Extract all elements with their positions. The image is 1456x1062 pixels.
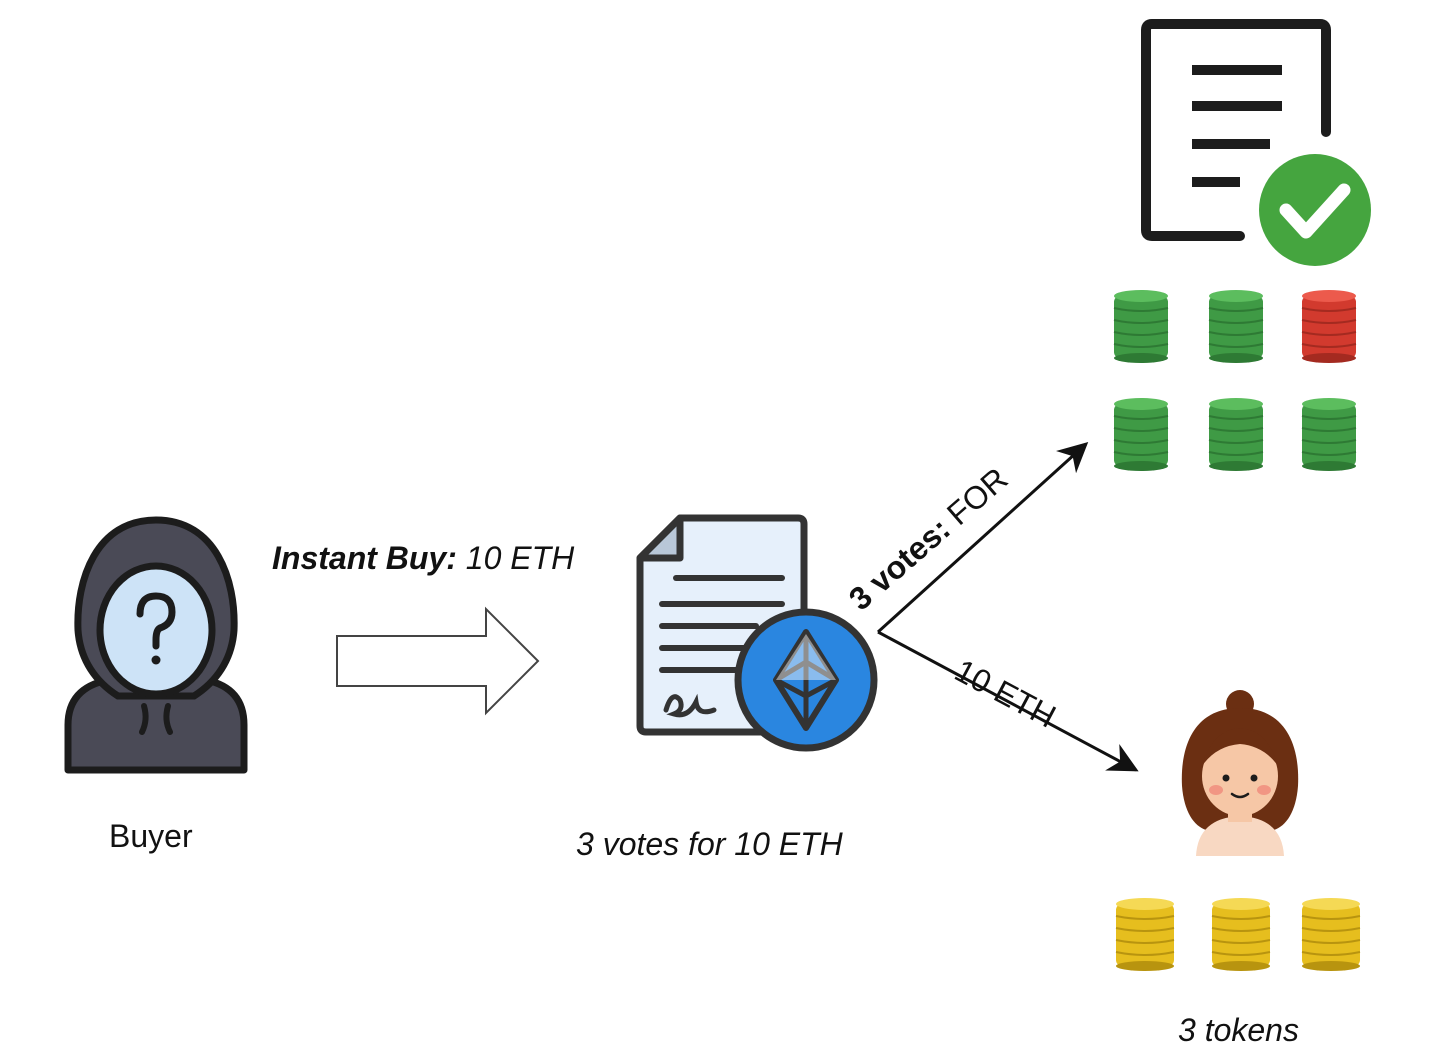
coin-stack-icon — [1301, 397, 1357, 472]
vote-arrow — [876, 441, 1089, 634]
coin-stack-icon — [1115, 897, 1175, 972]
buyer-label: Buyer — [109, 818, 193, 854]
seller-woman-icon — [1181, 690, 1299, 856]
coin-stack-icon — [1113, 397, 1169, 472]
eth-arrow — [877, 630, 1139, 772]
contract-caption: 3 votes for 10 ETH — [576, 826, 843, 862]
hooded-buyer-icon — [64, 516, 248, 774]
eth-contract-icon — [636, 514, 878, 752]
seller-caption: 3 tokens — [1178, 1012, 1299, 1048]
hollow-right-arrow-icon — [336, 606, 540, 716]
coin-stack-icon — [1208, 397, 1264, 472]
approved-proposal-icon — [1141, 19, 1371, 266]
instant-buy-amount: 10 ETH — [465, 540, 575, 576]
vote-token-grid — [1113, 289, 1357, 472]
coin-stack-icon — [1113, 289, 1169, 364]
coin-stack-icon — [1301, 289, 1357, 364]
coin-stack-icon — [1211, 897, 1271, 972]
coin-stack-icon — [1208, 289, 1264, 364]
instant-buy-prefix: Instant Buy: — [272, 540, 457, 576]
coin-stack-icon — [1301, 897, 1361, 972]
instant-buy-label: Instant Buy: 10 ETH — [272, 540, 574, 577]
seller-token-row — [1115, 897, 1361, 972]
